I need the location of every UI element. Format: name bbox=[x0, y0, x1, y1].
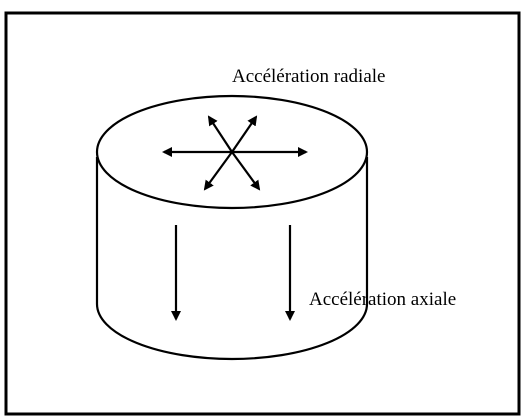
arrow-down-left bbox=[203, 151, 233, 191]
cylinder-side bbox=[95, 157, 369, 361]
arrow-up-left bbox=[207, 115, 233, 153]
axial-acceleration-label: Accélération axiale bbox=[309, 289, 457, 310]
down-arrow-icon bbox=[171, 225, 295, 321]
arrow-down-right bbox=[231, 151, 261, 191]
cylinder-top bbox=[95, 94, 369, 210]
radial-acceleration-label: Accélération radiale bbox=[232, 66, 386, 87]
radial-arrows-icon bbox=[162, 115, 308, 191]
frame-border bbox=[4, 11, 521, 416]
arrow-up-right bbox=[231, 115, 258, 153]
